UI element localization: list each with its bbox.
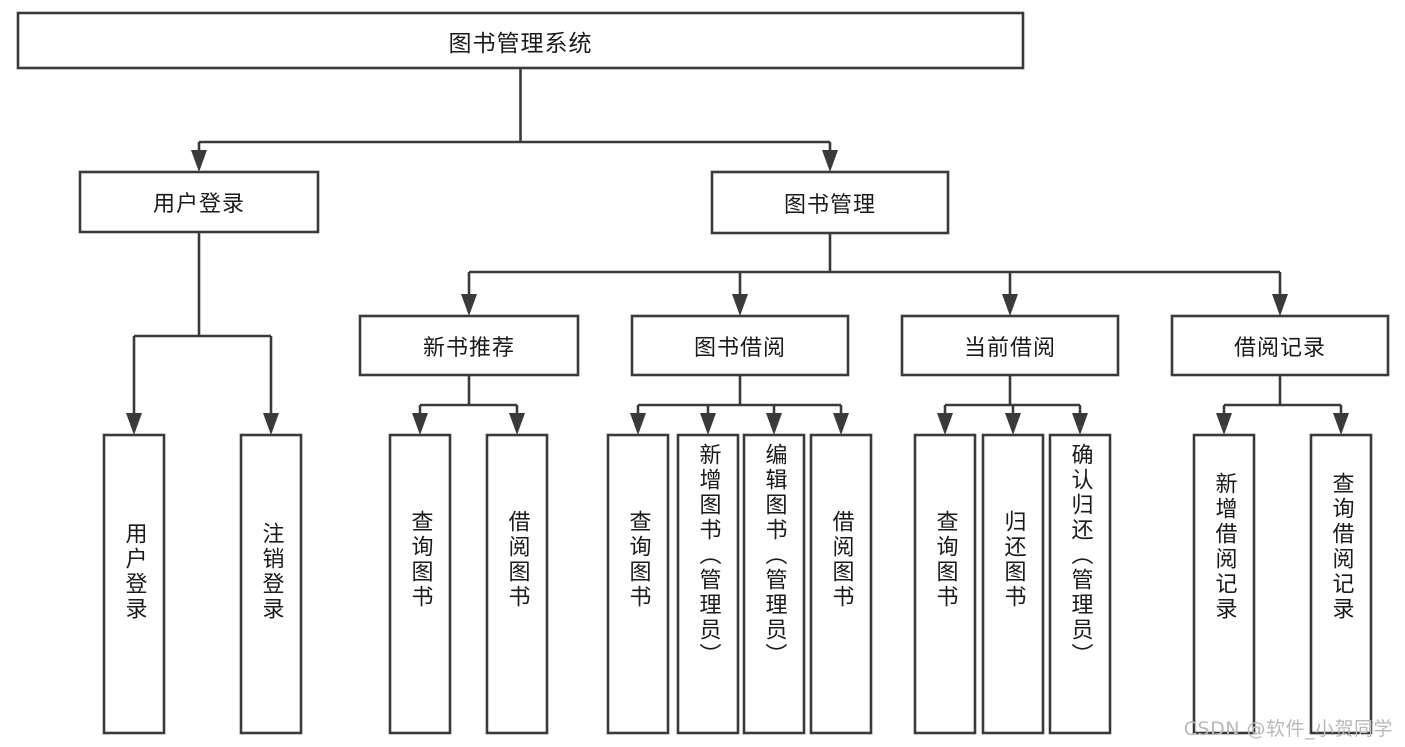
- arrow-head-user-logout: [263, 413, 279, 435]
- node-box-borrow-book-1[interactable]: [485, 433, 549, 735]
- node-box-book-borrow[interactable]: [630, 314, 850, 377]
- node-box-query-borrow-record[interactable]: [1309, 433, 1373, 735]
- arrow-head-new-book-recommend: [461, 294, 477, 316]
- node-box-edit-book-admin[interactable]: [742, 433, 806, 735]
- node-box-query-book-3[interactable]: [913, 433, 977, 735]
- arrow-head-return-book: [1005, 413, 1021, 435]
- arrow-head-borrow-record: [1272, 294, 1288, 316]
- connector-group-user-login: [126, 232, 279, 435]
- node-box-add-book-admin[interactable]: [676, 433, 740, 735]
- connector-group-new-book-recommend: [412, 375, 525, 435]
- node-box-current-borrow[interactable]: [900, 314, 1120, 377]
- arrow-head-add-book-admin: [700, 413, 716, 435]
- arrow-head-book-manage: [822, 150, 838, 172]
- arrow-head-borrow-book-1: [509, 413, 525, 435]
- connector-group-current-borrow: [937, 375, 1088, 435]
- connector-group-borrow-record: [1216, 375, 1349, 435]
- arrow-head-book-borrow: [732, 294, 748, 316]
- arrow-head-query-book-1: [412, 413, 428, 435]
- arrow-head-current-borrow: [1002, 294, 1018, 316]
- connector-group-root: [191, 68, 838, 172]
- arrow-head-borrow-book-2: [833, 413, 849, 435]
- arrow-head-query-borrow-record: [1333, 413, 1349, 435]
- node-box-query-book-2[interactable]: [606, 433, 670, 735]
- arrow-head-query-book-3: [937, 413, 953, 435]
- arrow-head-query-book-2: [630, 413, 646, 435]
- node-box-add-borrow-record[interactable]: [1192, 433, 1256, 735]
- arrow-head-user-login-do: [126, 413, 142, 435]
- node-box-return-book[interactable]: [981, 433, 1045, 735]
- arrow-head-edit-book-admin: [766, 413, 782, 435]
- node-box-book-manage[interactable]: [710, 170, 950, 235]
- node-box-confirm-return-admin[interactable]: [1048, 433, 1112, 735]
- connector-group-book-borrow: [630, 375, 849, 435]
- node-box-user-logout[interactable]: [239, 433, 303, 735]
- arrow-head-user-login: [191, 150, 207, 172]
- node-box-user-login[interactable]: [78, 170, 320, 234]
- node-box-user-login-do[interactable]: [102, 433, 166, 735]
- node-box-root[interactable]: [16, 11, 1025, 70]
- node-box-query-book-1[interactable]: [388, 433, 452, 735]
- arrow-head-add-borrow-record: [1216, 413, 1232, 435]
- node-box-borrow-record[interactable]: [1170, 314, 1390, 377]
- node-box-borrow-book-2[interactable]: [809, 433, 873, 735]
- arrow-head-confirm-return-admin: [1072, 413, 1088, 435]
- watermark-text: CSDN @软件_小贺同学: [1183, 718, 1393, 740]
- node-box-new-book-recommend[interactable]: [358, 314, 580, 377]
- connector-group-book-manage: [461, 233, 1288, 316]
